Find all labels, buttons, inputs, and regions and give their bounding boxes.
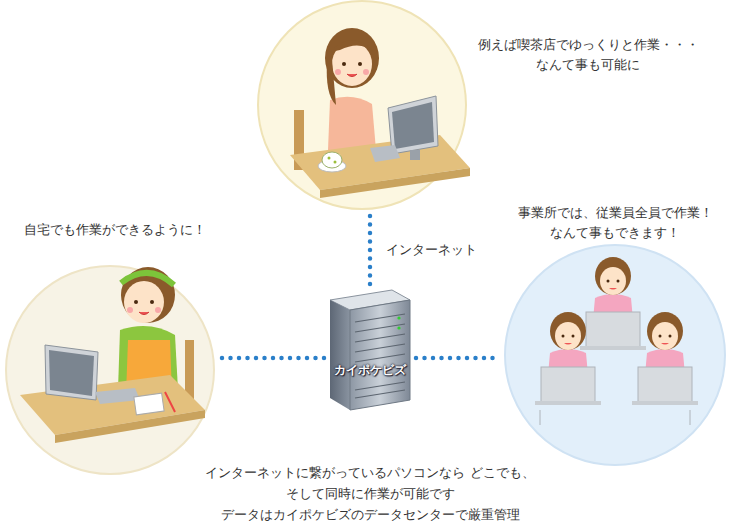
edge-label: インターネット <box>384 241 479 259</box>
callout-text: 事業所では、従業員全員で作業！ なんて事もできます！ <box>493 203 737 243</box>
server-label: カイポケビズ <box>318 362 422 379</box>
server-node: カイポケビズ <box>330 290 410 410</box>
cafe-scene <box>258 1 470 209</box>
server-tower <box>330 290 410 410</box>
home-scene <box>6 266 214 474</box>
office-circle: 事業所では、従業員全員で作業！ なんて事もできます！ <box>505 245 725 465</box>
home-circle: 自宅でも作業ができるように！ <box>6 266 214 474</box>
dotted-connector <box>220 358 324 359</box>
cafe-circle: 例えば喫茶店でゆっくりと作業・・・ なんて事も可能に <box>258 1 466 209</box>
office-scene <box>505 245 725 465</box>
callout-text: 例えば喫茶店でゆっくりと作業・・・ なんて事も可能に <box>468 35 708 75</box>
dotted-connector <box>416 358 499 359</box>
dotted-connector <box>370 215 371 284</box>
callout-text: 自宅でも作業ができるように！ <box>10 220 220 240</box>
caption: インターネットに繋がっているパソコンなら どこでも、そして同時に作業が可能です … <box>200 462 540 525</box>
